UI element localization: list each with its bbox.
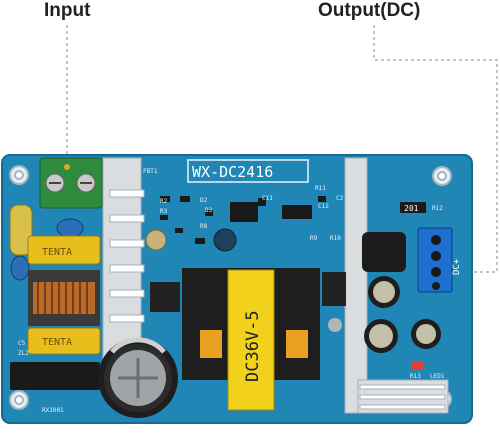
fuse [9, 204, 33, 256]
thermistor [145, 229, 167, 251]
svg-text:C2: C2 [336, 195, 344, 202]
input-leader-line [66, 25, 75, 171]
model-label: WX-DC2416 [187, 159, 309, 183]
smd-components [160, 196, 326, 244]
silkscreen-labels: FBT1 R11 R12 R13 R9 R10 C11 C12 C2 R2 R3… [18, 168, 445, 414]
output-diode [322, 272, 346, 306]
transformer: DC36V-5 [182, 268, 320, 411]
control-capacitor [213, 228, 237, 252]
svg-text:RX1001: RX1001 [42, 407, 64, 414]
output-capacitors [364, 276, 441, 353]
bridge-rectifier [10, 362, 100, 390]
svg-text:ZL2: ZL2 [18, 350, 29, 357]
led-indicator [412, 362, 424, 370]
svg-text:201: 201 [404, 204, 419, 213]
svg-text:FBT1: FBT1 [143, 168, 158, 175]
svg-text:D2: D2 [200, 197, 208, 204]
svg-text:C11: C11 [262, 195, 273, 202]
svg-text:R10: R10 [330, 235, 341, 242]
bulk-capacitor [98, 337, 178, 418]
svg-text:R3: R3 [160, 208, 168, 215]
svg-text:DC+: DC+ [452, 258, 462, 275]
svg-text:R8: R8 [200, 223, 208, 230]
input-terminal-block [39, 157, 103, 209]
power-mosfet [150, 282, 180, 312]
right-heatsink [344, 157, 449, 414]
svg-text:C12: C12 [318, 203, 329, 210]
svg-text:D3: D3 [205, 207, 213, 214]
svg-text:R11: R11 [315, 185, 326, 192]
svg-text:TENTA: TENTA [42, 247, 72, 258]
x-capacitors: TENTA TENTA [27, 235, 101, 355]
svg-text:R9: R9 [310, 235, 318, 242]
input-callout: Input [44, 0, 91, 21]
svg-text:LED1: LED1 [430, 373, 445, 380]
output-inductor [362, 232, 406, 272]
svg-text:R12: R12 [432, 205, 443, 212]
common-mode-choke [28, 270, 100, 326]
output-terminal-block: DC+ [417, 227, 462, 293]
svg-text:R13: R13 [410, 373, 421, 380]
smd-resistor-201: 201 [400, 202, 426, 213]
svg-text:TENTA: TENTA [42, 337, 72, 348]
svg-text:DC36V-5: DC36V-5 [243, 310, 263, 382]
output-leader-line [373, 25, 498, 273]
svg-text:WX-DC2416: WX-DC2416 [192, 163, 273, 181]
svg-text:R2: R2 [160, 198, 168, 205]
output-callout: Output(DC) [318, 0, 421, 21]
screw [328, 318, 342, 332]
svg-text:C5: C5 [18, 340, 26, 347]
